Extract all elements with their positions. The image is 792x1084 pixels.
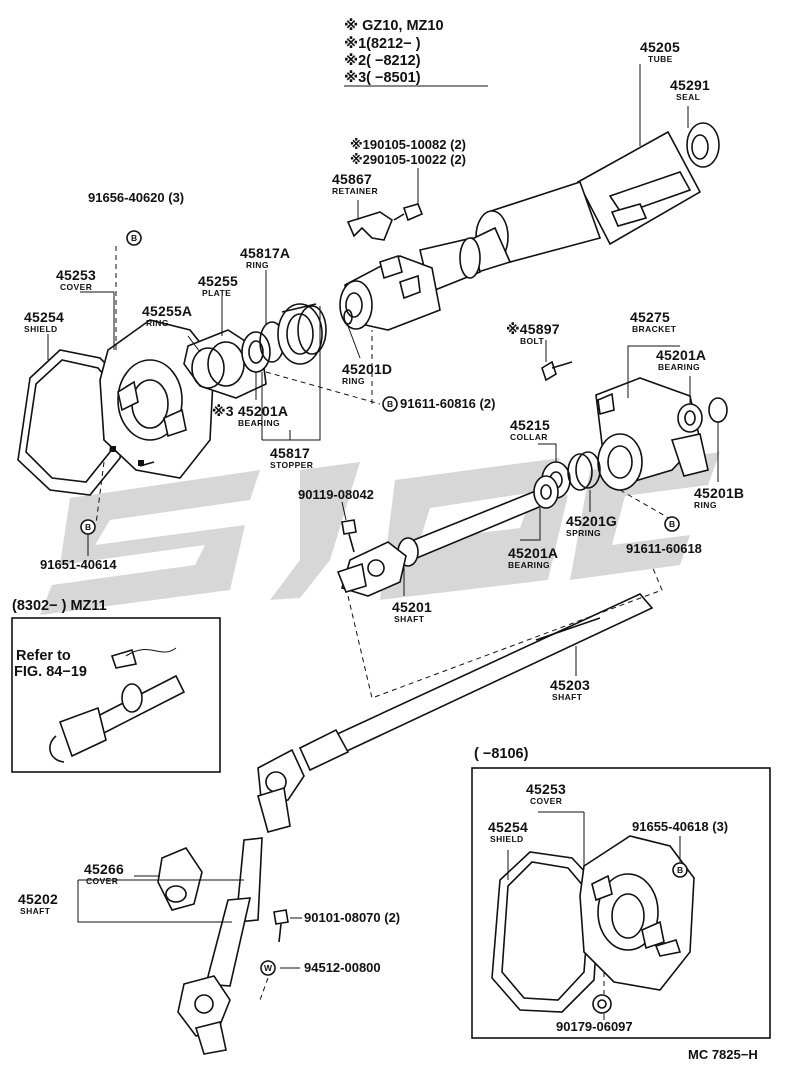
part-number-45201a: ※3 45201A [212, 403, 289, 419]
inset-left-frame [11, 617, 221, 773]
part-name-collar: COLLAR [510, 432, 548, 442]
part-name-seal: SEAL [676, 92, 701, 102]
part-number-45291: 45291 [670, 77, 710, 93]
part-number-45867: 45867 [332, 171, 372, 187]
part-name-shaft: SHAFT [552, 692, 583, 702]
marker-b: B [85, 522, 92, 532]
part-number-45255a: 45255A [142, 303, 193, 319]
inset-right-title: ( −8106) [474, 746, 529, 762]
part-number-45253: 45253 [56, 267, 96, 283]
header-range-1: ※1(8212− ) [344, 36, 421, 52]
part-name-retainer: RETAINER [332, 186, 379, 196]
lower-shaft [257, 593, 654, 833]
part-number-45202: 45202 [18, 891, 58, 907]
part-number-45215: 45215 [510, 417, 550, 433]
inset-left-title: (8302− ) MZ11 [12, 598, 107, 614]
part-name-shaft: SHAFT [20, 906, 51, 916]
part-name-cover: COVER [86, 876, 119, 886]
note-90119: 90119-08042 [298, 487, 374, 502]
upper-shaft [336, 475, 559, 597]
part-name-ring: RING [246, 260, 269, 270]
cover-shield-assembly [17, 303, 327, 496]
note-190105: ※190105-10082 (2) [350, 137, 466, 152]
part-name-shaft: SHAFT [394, 614, 425, 624]
note-91651: 91651-40614 [40, 557, 117, 572]
part-name-shield: SHIELD [490, 834, 524, 844]
part-number-45253: 45253 [526, 781, 566, 797]
tube-assembly [339, 122, 720, 331]
part-number-45201a: 45201A [656, 347, 707, 363]
note-90101: 90101-08070 (2) [304, 910, 401, 925]
refer-to-line: Refer to [16, 648, 71, 664]
part-number-45266: 45266 [84, 861, 124, 877]
part-name-ring: RING [146, 318, 169, 328]
part-number-45897: ※45897 [506, 321, 560, 337]
inset-right-frame [471, 767, 771, 1039]
note-91655: 91655-40618 (3) [632, 819, 729, 834]
part-name-plate: PLATE [202, 288, 232, 298]
inset-right-drawing [491, 835, 695, 1014]
part-number-45201a: 45201A [508, 545, 559, 561]
note-91656: 91656-40620 (3) [88, 190, 185, 205]
marker-b: B [387, 399, 394, 409]
note-91611-60618: 91611-60618 [626, 541, 702, 556]
part-name-bearing: BEARING [658, 362, 700, 372]
part-name-bracket: BRACKET [632, 324, 677, 334]
part-number-45255: 45255 [198, 273, 238, 289]
part-number-45203: 45203 [550, 677, 590, 693]
note-290105: ※290105-10022 (2) [350, 152, 466, 167]
part-number-45201d: 45201D [342, 361, 393, 377]
part-name-stopper: STOPPER [270, 460, 314, 470]
part-number-45817a: 45817A [240, 245, 291, 261]
part-number-45254: 45254 [488, 819, 528, 835]
part-number-45817: 45817 [270, 445, 310, 461]
part-name-bearing: BEARING [238, 418, 280, 428]
marker-w: W [264, 963, 273, 973]
refer-figure-line: FIG. 84−19 [14, 664, 87, 680]
intermediate-shaft [157, 837, 289, 1055]
header-models: ※ GZ10, MZ10 [344, 18, 444, 34]
marker-b: B [669, 519, 676, 529]
part-number-45205: 45205 [640, 39, 680, 55]
part-name-cover: COVER [530, 796, 563, 806]
part-name-bearing: BEARING [508, 560, 550, 570]
part-name-cover: COVER [60, 282, 93, 292]
watermark-logo [40, 452, 720, 615]
note-91611-60816: 91611-60816 (2) [400, 396, 496, 411]
part-name-shield: SHIELD [24, 324, 58, 334]
part-number-45201g: 45201G [566, 513, 618, 529]
figure-code: MC 7825−H [688, 1047, 758, 1062]
part-name-tube: TUBE [648, 54, 673, 64]
marker-b: B [677, 865, 684, 875]
header-range-3: ※3( −8501) [344, 70, 421, 86]
circle-markers [80, 230, 688, 976]
part-number-45201: 45201 [392, 599, 432, 615]
inset-left-drawing [49, 647, 186, 763]
part-number-45275: 45275 [630, 309, 670, 325]
part-name-ring: RING [694, 500, 717, 510]
part-name-ring: RING [342, 376, 365, 386]
note-90179: 90179-06097 [556, 1019, 633, 1034]
note-94512: 94512-00800 [304, 960, 381, 975]
marker-b: B [131, 233, 138, 243]
leader-lines [47, 64, 719, 1020]
header-range-2: ※2( −8212) [344, 53, 421, 69]
part-name-bolt: BOLT [520, 336, 545, 346]
part-name-spring: SPRING [566, 528, 601, 538]
part-number-45201b: 45201B [694, 485, 745, 501]
bracket-assembly [541, 360, 728, 499]
part-number-45254: 45254 [24, 309, 64, 325]
